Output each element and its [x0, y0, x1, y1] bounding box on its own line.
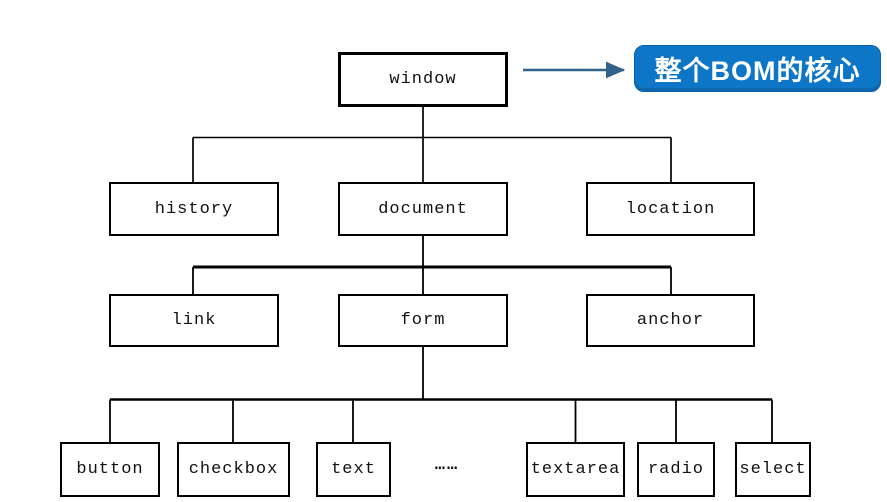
node-document-label: document — [378, 199, 468, 219]
node-link-label: link — [171, 311, 217, 330]
node-button: button — [60, 442, 160, 497]
annotation-text: 整个BOM的核心 — [654, 56, 861, 86]
node-location-label: location — [625, 199, 716, 219]
node-link: link — [109, 294, 279, 347]
node-form-label: form — [400, 311, 446, 330]
ellipsis-more-nodes: …… — [418, 448, 476, 482]
node-radio: radio — [637, 442, 715, 497]
node-checkbox-label: checkbox — [188, 460, 279, 479]
node-text: text — [316, 442, 391, 497]
node-button-label: button — [76, 460, 144, 479]
node-text-label: text — [331, 460, 376, 479]
node-radio-label: radio — [647, 460, 704, 479]
node-location: location — [586, 182, 755, 236]
node-anchor: anchor — [586, 294, 755, 347]
node-anchor-label: anchor — [636, 311, 705, 330]
node-document: document — [338, 182, 508, 236]
node-history: history — [109, 182, 279, 236]
node-history-label: history — [154, 199, 234, 219]
node-checkbox: checkbox — [177, 442, 290, 497]
node-form: form — [338, 294, 508, 347]
node-textarea: textarea — [526, 442, 625, 497]
node-window: window — [338, 52, 508, 107]
node-textarea-label: textarea — [530, 460, 621, 479]
node-select: select — [735, 442, 811, 497]
node-select-label: select — [739, 460, 807, 479]
ellipsis-text: …… — [434, 455, 460, 475]
annotation-bom-core: 整个BOM的核心 — [634, 45, 881, 92]
node-window-label: window — [389, 70, 457, 89]
